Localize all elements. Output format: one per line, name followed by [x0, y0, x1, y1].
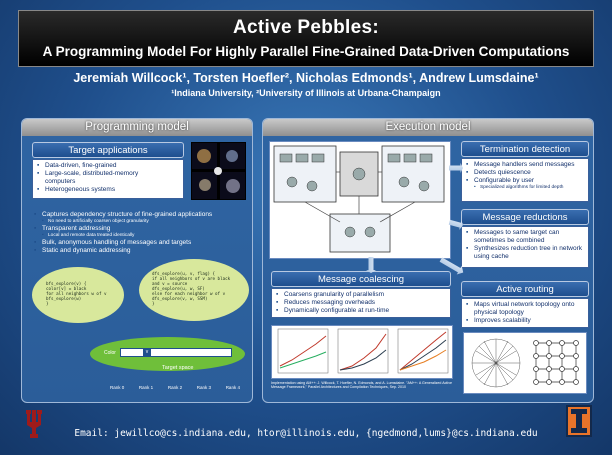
list-item: Data-driven, fine-grained	[35, 162, 181, 170]
list-item: Synthesizes reduction tree in network us…	[464, 245, 586, 261]
termination-detection-list: Message handlers send messages Detects q…	[464, 161, 586, 191]
architecture-diagram	[269, 141, 451, 259]
target-space-label: Target space	[162, 365, 194, 371]
list-item: Transparent addressing	[32, 225, 247, 233]
list-item: Large-scale, distributed-memory computer…	[35, 170, 165, 186]
active-routing-title: Active routing	[461, 281, 589, 297]
termination-detection-title: Termination detection	[461, 141, 589, 157]
list-item: Messages to same target can sometimes be…	[464, 229, 586, 245]
code-bubble-left	[32, 267, 124, 323]
programming-model-bullets: Captures dependency structure of fine-gr…	[32, 211, 247, 255]
list-item: Coarsens granularity of parallelism	[274, 291, 448, 299]
rank-label: Rank 2	[167, 385, 183, 390]
code-right: dfs_explore(u, v, flag) { if all neighbo…	[152, 271, 231, 306]
contact-email: Email: jewillco@cs.indiana.edu, htor@ill…	[74, 428, 538, 439]
rank-label: Rank 1	[138, 385, 154, 390]
execution-model-panel: Execution model Termination detection	[262, 118, 594, 403]
target-applications-title: Target applications	[32, 142, 184, 158]
list-subitem: No need to artificially coarsen object g…	[32, 219, 247, 225]
list-item: Maps virtual network topology onto physi…	[464, 301, 586, 317]
performance-plots-icon	[277, 328, 449, 374]
performance-plots	[271, 325, 453, 379]
execution-model-title: Execution model	[263, 119, 593, 136]
message-coalescing-box: Coarsens granularity of parallelism Redu…	[271, 288, 451, 318]
list-item: Improves scalability	[464, 317, 586, 325]
iu-trident-icon	[26, 410, 42, 438]
message-reductions-title: Message reductions	[461, 209, 589, 225]
programming-model-panel: Programming model Target applications Da…	[21, 118, 253, 403]
programming-model-title: Programming model	[22, 119, 252, 136]
code-bubble-right	[139, 259, 249, 321]
list-item: Message handlers send messages	[464, 161, 586, 169]
message-coalescing-list: Coarsens granularity of parallelism Redu…	[274, 291, 448, 315]
routing-topology	[463, 332, 587, 394]
list-item: Detects quiescence	[464, 169, 586, 177]
arrow-to-termination	[449, 163, 463, 173]
illinois-i-icon	[571, 409, 587, 433]
affiliations-line: ¹Indiana University, ²University of Illi…	[171, 88, 441, 98]
poster-subtitle: A Programming Model For Highly Parallel …	[42, 44, 570, 59]
color-array: v	[120, 348, 232, 357]
list-item: Dynamically configurable at run-time	[274, 307, 448, 315]
target-applications-list: Data-driven, fine-grained Large-scale, d…	[35, 162, 181, 194]
title-banner: Active Pebbles: A Programming Model For …	[18, 10, 594, 67]
list-item: Heterogeneous systems	[35, 186, 181, 194]
active-routing-list: Maps virtual network topology onto physi…	[464, 301, 586, 325]
authors-line: Jeremiah Willcock¹, Torsten Hoefler², Ni…	[73, 71, 539, 85]
illinois-logo	[566, 405, 592, 437]
color-label: Color	[104, 350, 116, 356]
target-applications-box: Data-driven, fine-grained Large-scale, d…	[32, 159, 184, 199]
list-subitem: Local and remote data treated identicall…	[32, 233, 247, 239]
routing-topology-icon	[471, 338, 579, 388]
message-reductions-box: Messages to same target can sometimes be…	[461, 226, 589, 268]
rank-label: Rank 4	[225, 385, 240, 390]
list-item: Bulk, anonymous handling of messages and…	[32, 239, 247, 247]
list-item: Configurable by user	[464, 177, 586, 185]
list-item: Captures dependency structure of fine-gr…	[32, 211, 247, 219]
active-routing-box: Maps virtual network topology onto physi…	[461, 298, 589, 328]
termination-detection-box: Message handlers send messages Detects q…	[461, 158, 589, 202]
rank-label: Rank 3	[196, 385, 212, 390]
message-coalescing-title: Message coalescing	[271, 271, 451, 287]
color-array-cell: v	[143, 349, 151, 356]
message-reductions-list: Messages to same target can sometimes be…	[464, 229, 586, 261]
list-item: Static and dynamic addressing	[32, 247, 247, 255]
code-left: bfs_explore(v) { color[v] = black for al…	[46, 281, 107, 306]
list-item: Reduces messaging overheads	[274, 299, 448, 307]
poster-title: Active Pebbles:	[233, 17, 379, 38]
rank-row: Rank 0 Rank 1 Rank 2 Rank 3 Rank 4	[110, 385, 240, 390]
implementation-footnote: Implementation using AM++: J. Willcock, …	[271, 381, 452, 390]
list-subitem: Specialized algorithms for limited depth	[464, 185, 586, 191]
architecture-diagram-icon	[273, 145, 445, 253]
iu-logo	[22, 408, 46, 440]
network-image-icon	[192, 143, 245, 199]
network-images	[191, 142, 246, 200]
rank-label: Rank 0	[110, 385, 125, 390]
